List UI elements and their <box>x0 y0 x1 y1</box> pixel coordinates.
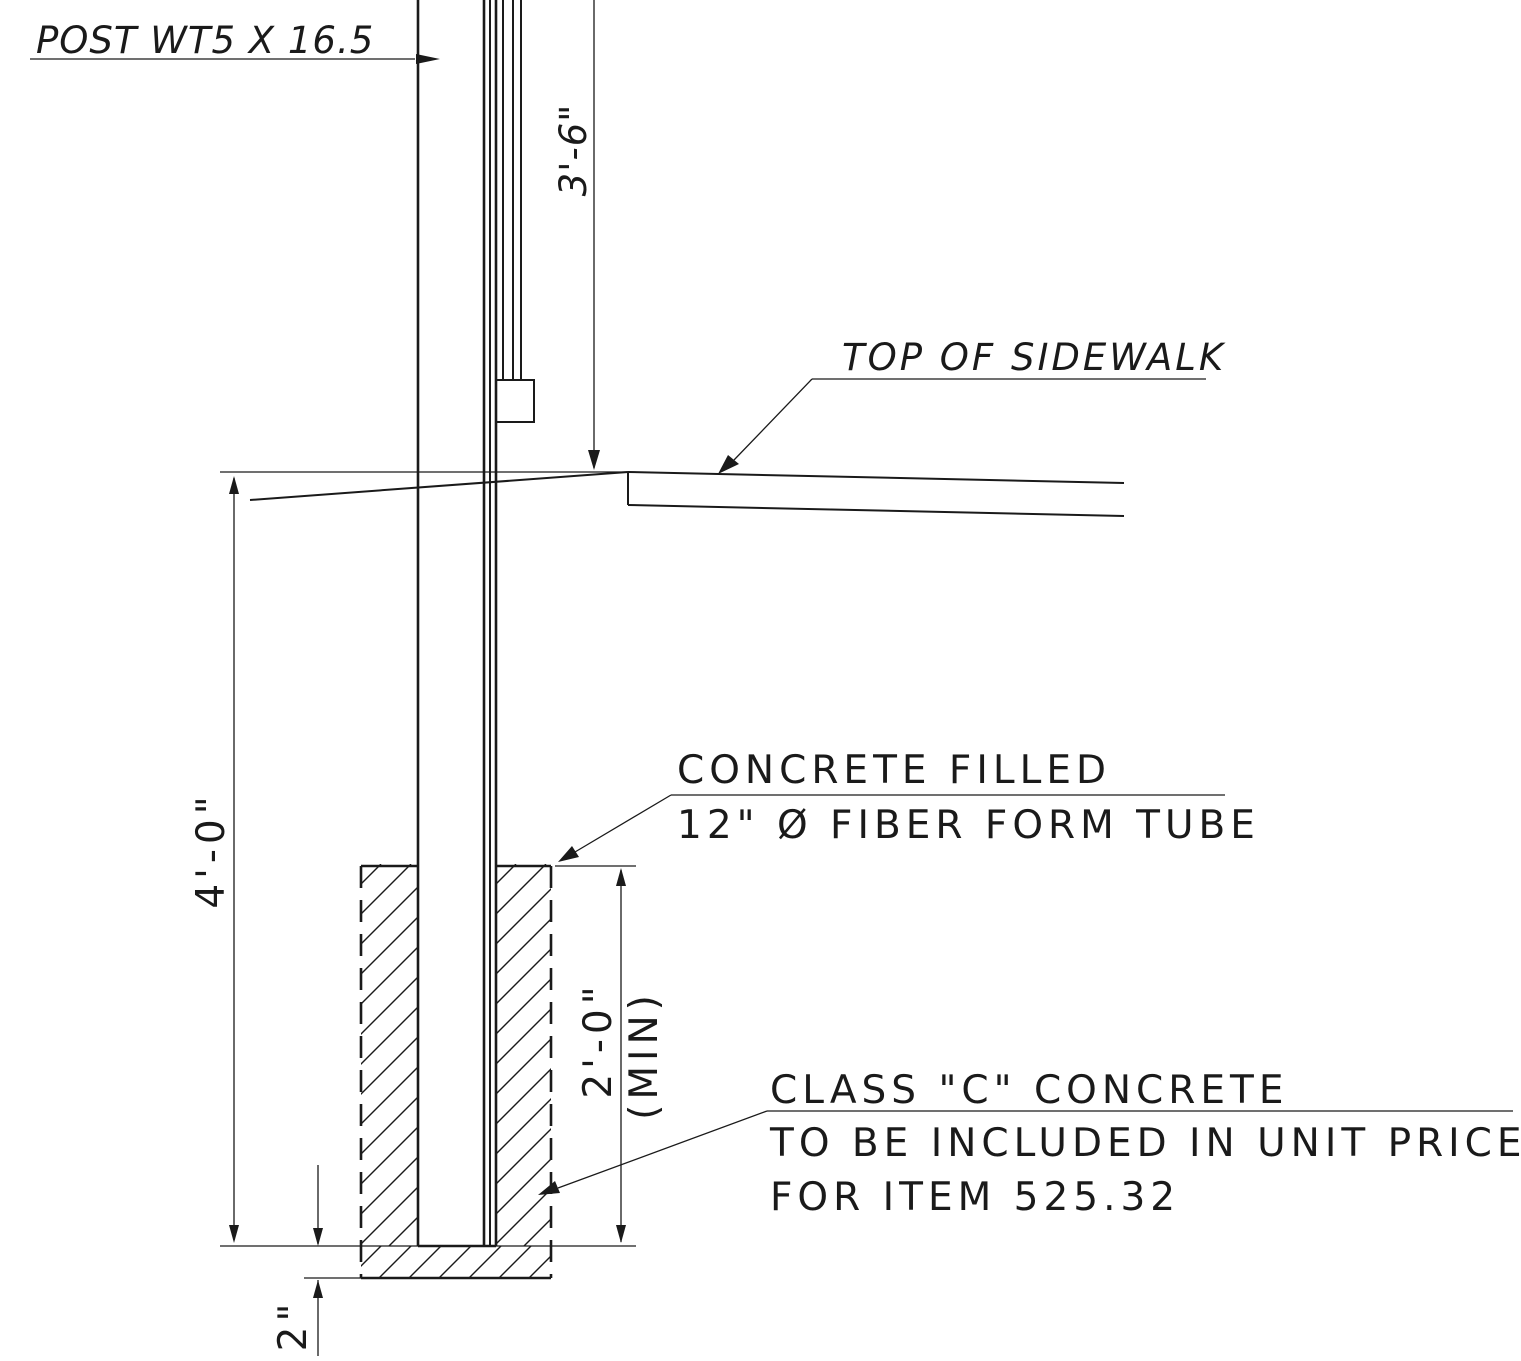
hatch-line <box>104 864 486 1246</box>
hatch-line <box>468 1246 502 1278</box>
concrete-footing-hatch <box>0 864 591 1278</box>
form-tube-label-1: CONCRETE FILLED <box>677 748 1111 793</box>
post-callout: POST WT5 X 16.5 <box>30 19 440 64</box>
hatch-line <box>496 918 551 975</box>
hatch-line <box>0 864 351 1246</box>
sidewalk-slab <box>249 471 1125 517</box>
hatch-line <box>559 1246 591 1278</box>
hatch-line <box>378 1246 412 1278</box>
bottom-cover-label: 2" <box>271 1299 316 1352</box>
steel-post <box>416 0 498 1248</box>
post-label: POST WT5 X 16.5 <box>36 19 374 62</box>
rail-height-dimension: 3'-6" <box>552 0 600 470</box>
footing-depth-label: 2'-0" <box>576 981 621 1098</box>
hatch-line <box>496 1038 551 1095</box>
hatch-line <box>496 888 551 945</box>
hatch-line <box>361 1036 418 1095</box>
hatch-line <box>528 1255 551 1278</box>
hatch-line <box>496 1128 551 1185</box>
hatch-line <box>361 1156 418 1215</box>
hatch-line <box>496 1008 551 1065</box>
concrete-callout: CLASS "C" CONCRETE TO BE INCLUDED IN UNI… <box>538 1068 1521 1220</box>
hatch-line <box>498 1246 532 1278</box>
hatch-line <box>361 1246 382 1267</box>
hatch-line <box>438 1246 472 1278</box>
hatch-line <box>361 886 418 945</box>
embed-depth-label: 4'-0" <box>189 791 234 908</box>
bottom-cover-dimension: 2" <box>271 1165 362 1356</box>
hatch-line <box>361 916 418 975</box>
hatch-line <box>496 864 547 915</box>
hatch-line <box>496 1158 551 1215</box>
concrete-label-3: FOR ITEM 525.32 <box>770 1175 1180 1220</box>
rail-height-label: 3'-6" <box>552 104 595 197</box>
footing-min-label: (MIN) <box>622 990 667 1120</box>
concrete-label-2: TO BE INCLUDED IN UNIT PRICE <box>769 1121 1521 1166</box>
sidewalk-callout: TOP OF SIDEWALK <box>718 336 1226 474</box>
hatch-line <box>319 1246 351 1278</box>
fiber-form-tube-outline <box>359 864 553 1280</box>
sidewalk-label: TOP OF SIDEWALK <box>842 336 1226 379</box>
concrete-label-1: CLASS "C" CONCRETE <box>770 1068 1289 1113</box>
hatch-line <box>361 976 418 1035</box>
hatch-line <box>361 864 412 915</box>
hatch-line <box>361 1006 418 1065</box>
hatch-line <box>361 946 418 1005</box>
hatch-line <box>496 1068 551 1125</box>
footing-depth-dimension: 2'-0" (MIN) <box>555 865 667 1243</box>
form-tube-label-2: 12" Ø FIBER FORM TUBE <box>677 803 1260 848</box>
hatch-line <box>408 1246 442 1278</box>
hatch-line <box>361 1066 418 1125</box>
embed-depth-dimension: 4'-0" <box>189 471 636 1247</box>
hatch-line <box>361 1126 418 1185</box>
rail-bracket <box>495 0 535 423</box>
hatch-line <box>496 864 517 885</box>
hatch-line <box>361 864 382 885</box>
form-tube-callout: CONCRETE FILLED 12" Ø FIBER FORM TUBE <box>558 748 1260 862</box>
